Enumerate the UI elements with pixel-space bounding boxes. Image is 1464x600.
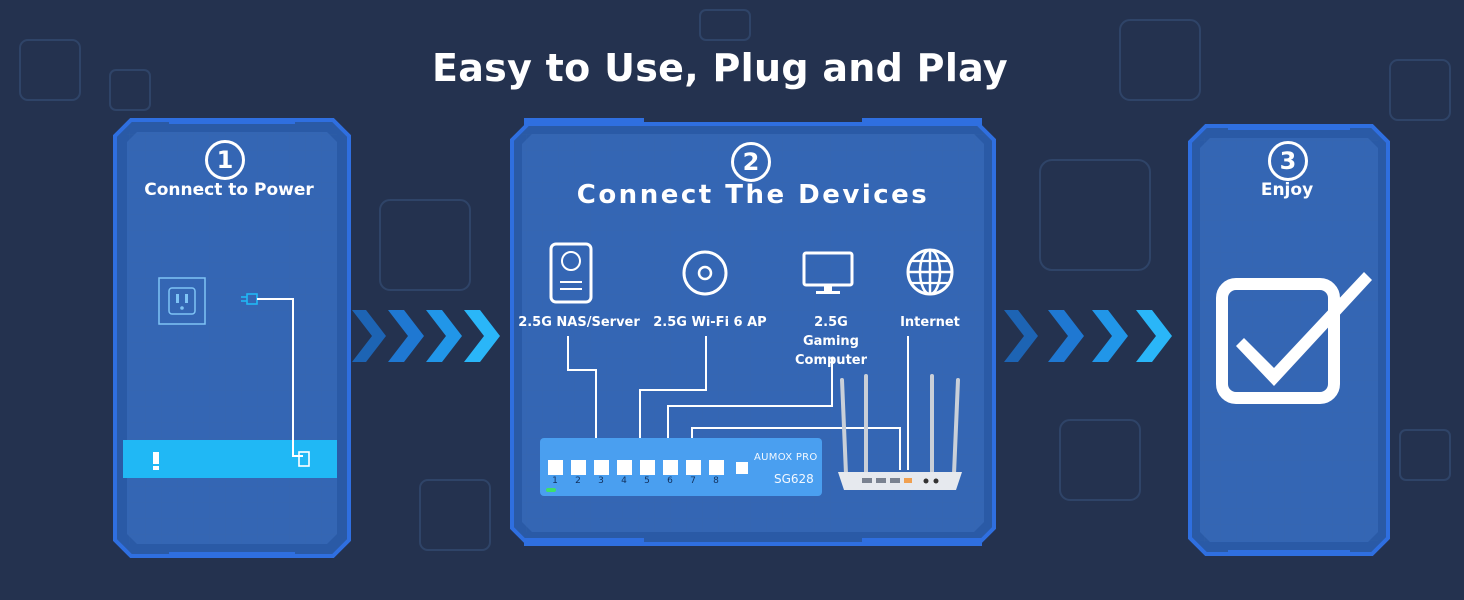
checkmark-icon: [1216, 272, 1372, 404]
switch-led: [546, 488, 556, 492]
switch-model: SG628: [774, 472, 814, 486]
headline: Easy to Use, Plug and Play: [431, 46, 1009, 90]
port-number: 6: [667, 476, 673, 486]
port-number: 7: [690, 476, 696, 486]
arrow-right-chevrons-icon: [1004, 310, 1172, 362]
power-indicator: [153, 452, 159, 470]
power-plug-icon: [241, 293, 310, 467]
port-number: 5: [644, 476, 650, 486]
arrow-right-chevrons-icon: [352, 310, 500, 362]
step-title-connect-power: Connect to Power: [144, 180, 314, 200]
wifi-router-icon: [838, 374, 962, 490]
port-number: 1: [552, 476, 558, 486]
port-number: 4: [621, 476, 627, 486]
nas-server-icon: [549, 242, 593, 304]
port-number: 3: [598, 476, 604, 486]
step-panel-enjoy: 3 Enjoy: [1188, 124, 1390, 556]
device-label-nas: 2.5G NAS/Server: [518, 315, 640, 330]
panel-frame: [113, 118, 351, 558]
switch-brand: AUMOX PRO: [754, 452, 818, 463]
step-number-3: 3: [1268, 141, 1308, 181]
port-number: 8: [713, 476, 719, 486]
step-panel-connect-devices: 2 Connect The Devices 2.5G NAS/Server 2.…: [510, 118, 996, 546]
wall-outlet-icon: [158, 277, 206, 325]
port-number: 2: [575, 476, 581, 486]
step-title-connect-devices: Connect The Devices: [576, 180, 930, 210]
step-panel-connect-power: 1 Connect to Power: [113, 118, 351, 558]
panel-frame: [1188, 124, 1390, 556]
device-label-wifi-ap: 2.5G Wi-Fi 6 AP: [653, 315, 767, 330]
monitor-icon: [802, 251, 854, 294]
network-switch: 1 2 3 4 5 6 7 8 AUMOX PRO SG628: [540, 438, 822, 496]
step-number-2: 2: [731, 142, 771, 182]
wifi-access-point-icon: [682, 250, 728, 296]
step-number-1: 1: [205, 140, 245, 180]
step-title-enjoy: Enjoy: [1260, 180, 1314, 200]
globe-icon: [906, 248, 954, 296]
device-label-internet: Internet: [900, 315, 960, 330]
